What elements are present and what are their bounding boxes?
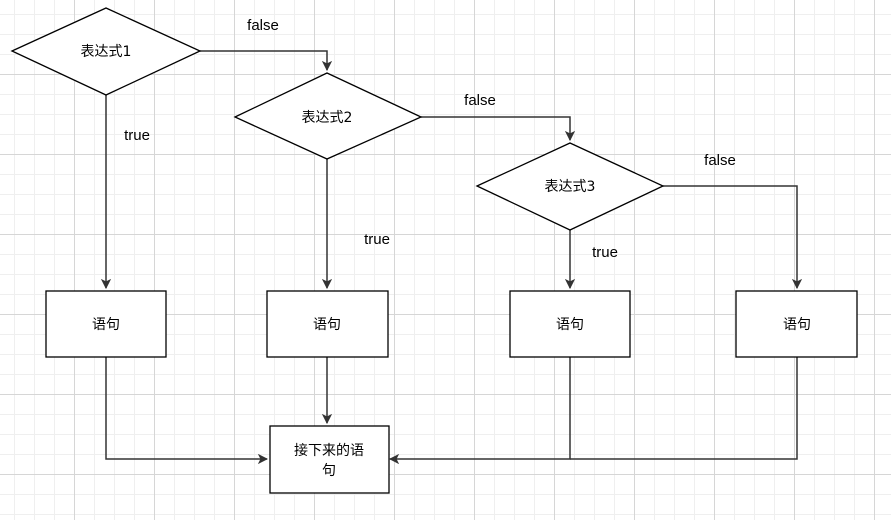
statement-box bbox=[735, 290, 858, 358]
edge-stmt3-next bbox=[390, 357, 571, 459]
decision-cond1: 表达式1 bbox=[10, 7, 202, 96]
diamond-shape bbox=[475, 142, 665, 231]
decision-cond2: 表达式2 bbox=[233, 72, 423, 160]
label-cond3-false: false bbox=[704, 152, 736, 169]
statement-box bbox=[45, 290, 167, 358]
statement-label: 语句 bbox=[783, 317, 811, 333]
label-cond3-true: true bbox=[592, 244, 618, 261]
edges bbox=[105, 50, 798, 460]
next-statement-label-line2: 句 bbox=[322, 463, 336, 479]
edge-labels: false true false true false true bbox=[124, 17, 736, 261]
decision-label: 表达式3 bbox=[545, 179, 596, 195]
diamond-shape bbox=[233, 72, 423, 160]
statement-box bbox=[509, 290, 631, 358]
next-statement: 接下来的语 句 bbox=[269, 425, 390, 494]
statement-label: 语句 bbox=[313, 317, 341, 333]
label-cond1-true: true bbox=[124, 127, 150, 144]
decision-label: 表达式2 bbox=[302, 110, 353, 126]
statement-label: 语句 bbox=[556, 317, 584, 333]
statement-3: 语句 bbox=[509, 290, 631, 358]
edge-cond2-false bbox=[421, 116, 570, 140]
label-cond2-true: true bbox=[364, 231, 390, 248]
next-statement-box bbox=[269, 425, 390, 494]
statement-1: 语句 bbox=[45, 290, 167, 358]
edge-stmt4-next bbox=[570, 357, 798, 460]
decision-cond3: 表达式3 bbox=[475, 142, 665, 231]
statement-4: 语句 bbox=[735, 290, 858, 358]
edge-cond3-false bbox=[663, 185, 797, 288]
edge-stmt1-next bbox=[105, 357, 267, 459]
statement-box bbox=[266, 290, 389, 358]
label-cond1-false: false bbox=[247, 17, 279, 34]
diamond-shape bbox=[10, 7, 202, 96]
edge-cond1-false bbox=[200, 50, 327, 70]
next-statement-label-line1: 接下来的语 bbox=[294, 442, 364, 459]
label-cond2-false: false bbox=[464, 92, 496, 109]
statement-label: 语句 bbox=[92, 317, 120, 333]
decision-label: 表达式1 bbox=[81, 44, 132, 60]
statement-2: 语句 bbox=[266, 290, 389, 358]
